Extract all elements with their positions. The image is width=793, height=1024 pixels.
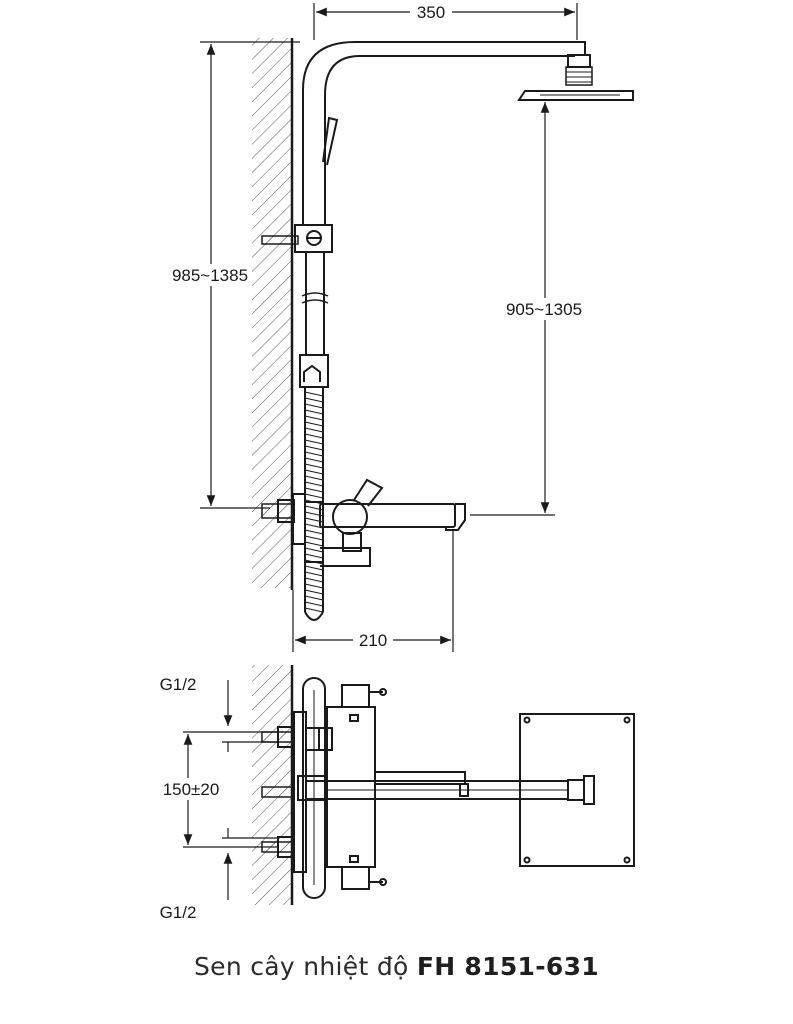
plan-shower-head: [519, 713, 635, 867]
label-inlet-spacing: 150±20: [163, 780, 220, 799]
plan-view: [183, 665, 635, 905]
label-bg-total: [168, 264, 252, 286]
caption-model: FH 8151-631: [416, 952, 599, 981]
side-view: [200, 3, 634, 652]
caption-prefix: Sen cây nhiệt độ: [194, 952, 409, 981]
shower-head: [517, 54, 634, 101]
label-inlet-top: G1/2: [160, 675, 197, 694]
label-bg-head: [502, 298, 588, 320]
riser-lever: [322, 116, 339, 166]
label-inlet-bottom: G1/2: [160, 903, 197, 922]
label-head-height: 905~1305: [506, 300, 582, 319]
plan-spout: [305, 771, 595, 805]
riser-pipe-inner: [324, 55, 575, 225]
plan-inlets: [261, 711, 307, 873]
product-caption: Sen cây nhiệt độ FH 8151-631: [0, 952, 793, 981]
label-bg-spout: [353, 630, 393, 650]
label-arm-length: 350: [417, 3, 445, 22]
plan-wall-hatch: [252, 665, 292, 905]
label-bg-arm: [410, 2, 452, 22]
riser-pipe-outer: [302, 41, 586, 225]
hand-shower-holder: [299, 354, 329, 388]
label-bg-spacing: [158, 778, 224, 800]
wall-hatch: [252, 38, 292, 588]
wall-bracket: [261, 224, 333, 253]
thermostatic-mixer: [261, 478, 466, 567]
label-spout-length: 210: [359, 631, 387, 650]
pipe-break: [301, 292, 329, 304]
plan-mixer: [297, 684, 387, 890]
label-total-height: 985~1385: [172, 266, 248, 285]
